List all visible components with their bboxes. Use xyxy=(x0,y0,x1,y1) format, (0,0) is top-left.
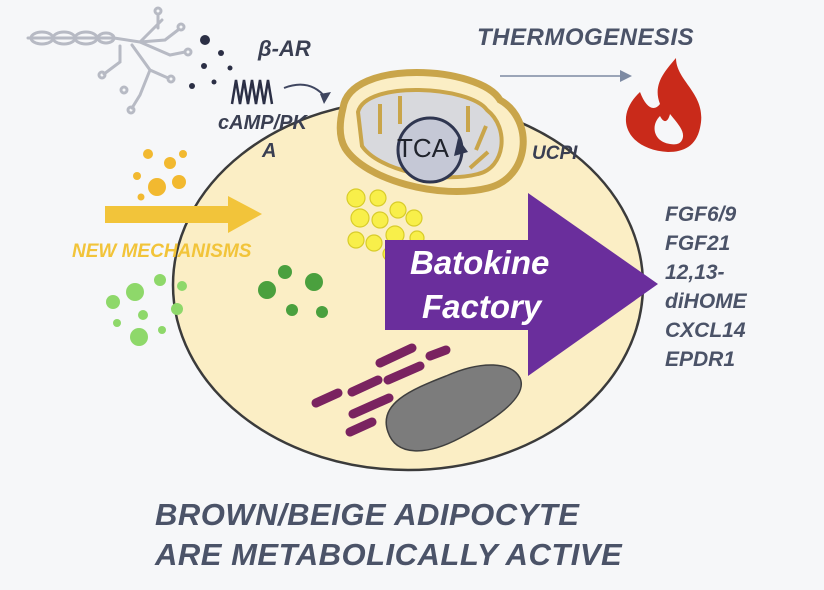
caption-line2: ARE METABOLICALLY ACTIVE xyxy=(155,537,623,572)
batokine-list: FGF6/9 FGF21 12,13- diHOME CXCL14 EPDR1 xyxy=(665,200,747,374)
nucleus xyxy=(385,364,523,452)
receptor-icon xyxy=(230,79,274,105)
camp-pka-label: cAMP/PK xyxy=(218,112,307,134)
batokine-item: FGF6/9 xyxy=(665,203,737,226)
light-green-particles xyxy=(106,274,187,346)
batokine-item: 12,13- xyxy=(665,261,725,284)
endoplasmic-reticulum xyxy=(311,343,451,437)
batokine-item: EPDR1 xyxy=(665,348,736,371)
neuron-icon xyxy=(26,6,193,115)
signal-arrow xyxy=(283,83,327,99)
batokine-item: CXCL14 xyxy=(665,319,746,342)
neurotransmitter-dots xyxy=(189,35,233,89)
new-mechanisms-arrow xyxy=(105,196,262,233)
batokine-item: diHOME xyxy=(665,290,747,313)
yellow-particles xyxy=(133,149,187,201)
tca-label: TCA xyxy=(397,133,449,163)
camp-pka-label-line2: A xyxy=(262,140,277,162)
batokine-factory-arrow xyxy=(385,193,658,376)
thermogenesis-label: THERMOGENESIS xyxy=(477,24,695,51)
caption-line1: BROWN/BEIGE ADIPOCYTE xyxy=(155,497,580,532)
new-mechanisms-label: NEW MECHANISMS xyxy=(72,241,252,262)
dark-green-particles xyxy=(258,265,328,318)
batokine-item: FGF21 xyxy=(665,232,731,255)
beta-ar-label: β-AR xyxy=(258,36,311,61)
factory-label-line2: Factory xyxy=(422,288,542,325)
ucp-label: UCPI xyxy=(532,143,578,164)
flame-icon xyxy=(625,58,702,152)
factory-label-line1: Batokine xyxy=(410,244,550,281)
